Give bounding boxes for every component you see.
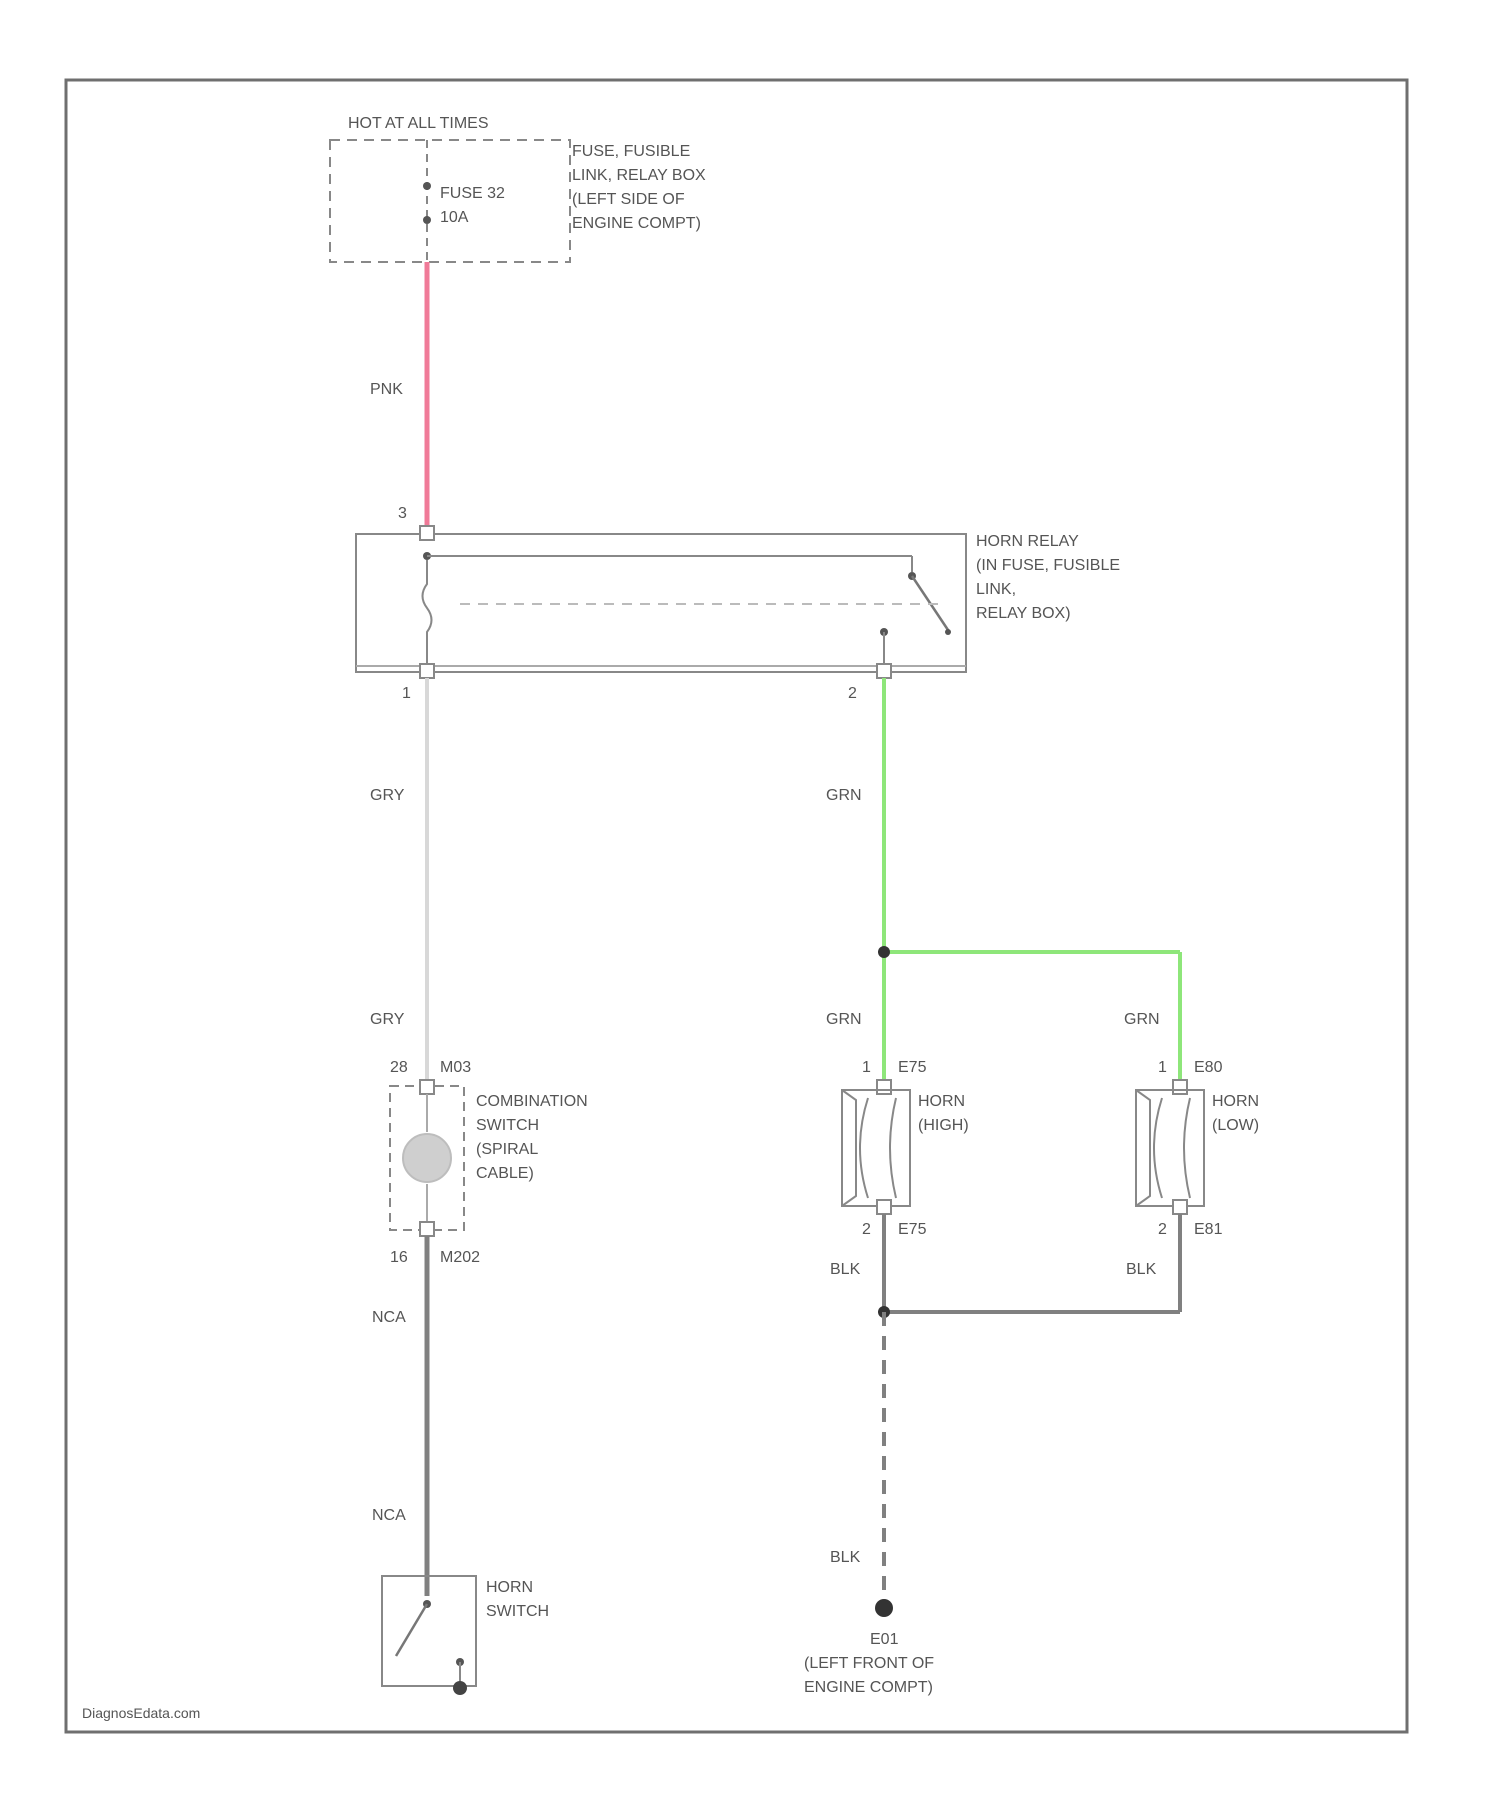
horn-relay-label-1: HORN RELAY xyxy=(976,533,1079,550)
horn-relay-label-2: (IN FUSE, FUSIBLE xyxy=(976,557,1120,574)
horn-relay: 3 1 2 HORN RELAY (IN FUSE, FUSIBLE LINK,… xyxy=(356,505,1120,702)
ground-icon xyxy=(875,1599,893,1617)
ground-label-2: ENGINE COMPT) xyxy=(804,1679,933,1696)
horn-switch-label-2: SWITCH xyxy=(486,1603,549,1620)
combination-switch: 28 M03 16 M202 COMBINATION SWITCH (SPIRA… xyxy=(390,1059,588,1266)
horn-high-connector-top: E75 xyxy=(898,1059,927,1076)
fuse-box-label-4: ENGINE COMPT) xyxy=(572,215,701,232)
horn-high-label-1: HORN xyxy=(918,1093,965,1110)
combination-switch-label-4: CABLE) xyxy=(476,1165,534,1182)
combination-switch-pin-bottom-connector xyxy=(420,1222,434,1236)
fuse-box-label-1: FUSE, FUSIBLE xyxy=(572,143,690,160)
horn-switch-ground-dot xyxy=(453,1681,467,1695)
fuse-box-label-2: LINK, RELAY BOX xyxy=(572,167,706,184)
horn-high-pin-bottom-connector xyxy=(877,1200,891,1214)
horn-switch-label-1: HORN xyxy=(486,1579,533,1596)
fuse-terminal-bottom xyxy=(423,216,431,224)
blk-wire-label-right: BLK xyxy=(1126,1261,1157,1278)
combination-switch-label-1: COMBINATION xyxy=(476,1093,588,1110)
horn-relay-label-3: LINK, xyxy=(976,581,1016,598)
ground-name: E01 xyxy=(870,1631,899,1648)
horn-high-connector-bottom: E75 xyxy=(898,1221,927,1238)
horn-relay-coil xyxy=(423,560,432,664)
horn-low-connector-bottom: E81 xyxy=(1194,1221,1223,1238)
combination-switch-connector-top: M03 xyxy=(440,1059,471,1076)
fuse-terminal-top xyxy=(423,182,431,190)
horn-high: 1 E75 2 E75 HORN (HIGH) xyxy=(842,1059,969,1238)
horn-low-icon xyxy=(1136,1090,1204,1206)
horn-low-connector-top: E80 xyxy=(1194,1059,1223,1076)
grn-wire-label-main: GRN xyxy=(826,787,862,804)
diagram-frame xyxy=(66,80,1407,1732)
combination-switch-connector-bottom: M202 xyxy=(440,1249,480,1266)
fuse-box: HOT AT ALL TIMES FUSE 32 10A FUSE, FUSIB… xyxy=(330,115,706,262)
horn-relay-pin-top: 3 xyxy=(398,505,407,522)
nca-wire-label-top: NCA xyxy=(372,1309,406,1326)
grn-wire-label-left: GRN xyxy=(826,1011,862,1028)
horn-high-pin-top-connector xyxy=(877,1080,891,1094)
ground-point: E01 (LEFT FRONT OF ENGINE COMPT) xyxy=(804,1599,934,1696)
combination-switch-pin-top: 28 xyxy=(390,1059,408,1076)
combination-switch-label-3: (SPIRAL xyxy=(476,1141,538,1158)
grn-wire-label-right: GRN xyxy=(1124,1011,1160,1028)
blk-wire-label-left: BLK xyxy=(830,1261,861,1278)
blk-wire-label-ground: BLK xyxy=(830,1549,861,1566)
combination-switch-pin-bottom: 16 xyxy=(390,1249,408,1266)
horn-relay-pin-left: 1 xyxy=(402,685,411,702)
horn-low-pin-top: 1 xyxy=(1158,1059,1167,1076)
horn-switch: HORN SWITCH xyxy=(382,1576,549,1695)
ground-label-1: (LEFT FRONT OF xyxy=(804,1655,934,1672)
combination-switch-label-2: SWITCH xyxy=(476,1117,539,1134)
horn-low-label-2: (LOW) xyxy=(1212,1117,1259,1134)
horn-low-pin-bottom: 2 xyxy=(1158,1221,1167,1238)
horn-relay-pin-right: 2 xyxy=(848,685,857,702)
fuse-box-label-3: (LEFT SIDE OF xyxy=(572,191,685,208)
horn-switch-arm xyxy=(396,1604,427,1656)
horn-low-pin-top-connector xyxy=(1173,1080,1187,1094)
horn-high-pin-top: 1 xyxy=(862,1059,871,1076)
horn-low-pin-bottom-connector xyxy=(1173,1200,1187,1214)
horn-high-pin-bottom: 2 xyxy=(862,1221,871,1238)
horn-relay-pin-top-connector xyxy=(420,526,434,540)
watermark: DiagnosEdata.com xyxy=(82,1705,200,1721)
fuse-name: FUSE 32 xyxy=(440,185,505,202)
spiral-cable-icon xyxy=(403,1134,451,1182)
pnk-wire-label: PNK xyxy=(370,381,403,398)
horn-low: 1 E80 2 E81 HORN (LOW) xyxy=(1136,1059,1259,1238)
gry-wire-label-bottom: GRY xyxy=(370,1011,405,1028)
horn-relay-label-4: RELAY BOX) xyxy=(976,605,1071,622)
combination-switch-pin-top-connector xyxy=(420,1080,434,1094)
horn-high-label-2: (HIGH) xyxy=(918,1117,969,1134)
horn-relay-pin-left-connector xyxy=(420,664,434,678)
gry-wire-label-top: GRY xyxy=(370,787,405,804)
horn-relay-pin-right-connector xyxy=(877,664,891,678)
nca-wire-label-bottom: NCA xyxy=(372,1507,406,1524)
hot-at-all-times-label: HOT AT ALL TIMES xyxy=(348,115,489,132)
horn-relay-switch-end xyxy=(945,629,951,635)
grn-splice-dot xyxy=(878,946,890,958)
horn-low-label-1: HORN xyxy=(1212,1093,1259,1110)
horn-high-icon xyxy=(842,1090,910,1206)
fuse-rating: 10A xyxy=(440,209,469,226)
